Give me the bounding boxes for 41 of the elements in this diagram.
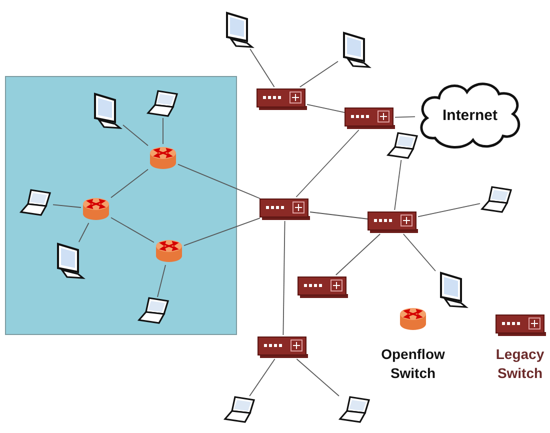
laptop-icon [338,396,372,424]
network-link [282,220,286,336]
cloud-label: Internet [442,106,498,124]
network-link [335,234,381,276]
network-link [299,60,338,88]
network-link [122,124,148,146]
laptop-icon [386,132,420,160]
network-link [296,358,340,396]
legend-label: Openflow Switch [380,345,446,383]
laptop-icon [223,396,257,424]
network-link [178,164,260,199]
network-link [110,168,148,198]
network-link [162,118,164,144]
network-link [394,116,416,118]
router-icon [148,144,178,172]
network-link [78,222,90,242]
network-region [5,76,237,335]
network-link [402,234,436,272]
switch-icon [368,210,418,234]
laptop-icon [19,189,53,217]
network-link [157,264,166,298]
switch-icon [298,275,348,299]
network-link [310,212,368,220]
switch-icon [257,87,307,111]
laptop-icon [146,90,180,118]
network-link [184,218,260,246]
network-link [249,358,276,396]
network-link [394,160,402,210]
switch-icon [258,335,308,359]
network-link [418,203,480,218]
switch-icon [345,106,395,130]
switch-icon [260,197,310,221]
router-icon [154,237,184,265]
network-link [306,104,346,114]
laptop-icon [137,297,171,325]
network-link [110,217,154,243]
network-link [296,130,360,198]
legend-label: Legacy Switch [494,345,546,383]
network-link [52,204,82,208]
laptop-icon [480,186,514,214]
router-icon [81,195,111,223]
